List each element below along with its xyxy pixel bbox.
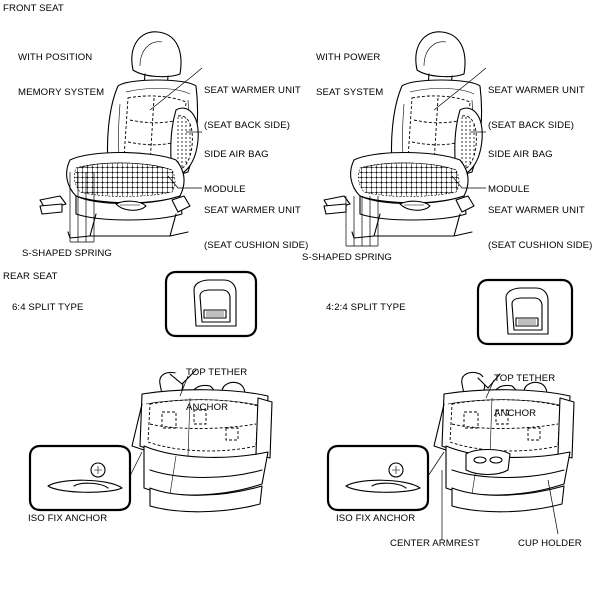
front-left-seat-back-warmer-label: SEAT WARMER UNIT (SEAT BACK SIDE) <box>204 85 301 131</box>
center-armrest-label: CENTER ARMREST <box>390 538 480 549</box>
rear-left-isofix-label: ISO FIX ANCHOR <box>28 513 108 524</box>
rear-left-variant-label: 6:4 SPLIT TYPE <box>12 302 84 313</box>
front-right-spring-label: S-SHAPED SPRING <box>302 252 392 263</box>
front-right-airbag-label: SIDE AIR BAG MODULE <box>488 149 553 195</box>
rear-left-tether-label: TOP TETHER ANCHOR <box>186 367 248 413</box>
front-left-airbag-label: SIDE AIR BAG MODULE <box>204 149 269 195</box>
front-right-variant-label: WITH POWER SEAT SYSTEM <box>316 52 384 98</box>
front-left-cushion-warmer-label: SEAT WARMER UNIT (SEAT CUSHION SIDE) <box>204 205 309 251</box>
rear-right-tether-label: TOP TETHER ANCHOR <box>494 373 556 419</box>
rear-right-isofix-label: ISO FIX ANCHOR <box>336 513 416 524</box>
front-right-cushion-warmer-label: SEAT WARMER UNIT (SEAT CUSHION SIDE) <box>488 205 593 251</box>
front-left-variant-label: WITH POSITION MEMORY SYSTEM <box>18 52 105 98</box>
front-seat-heading: FRONT SEAT <box>3 3 64 14</box>
front-right-seat-back-warmer-label: SEAT WARMER UNIT (SEAT BACK SIDE) <box>488 85 585 131</box>
front-left-spring-label: S-SHAPED SPRING <box>22 248 112 259</box>
cup-holder-label: CUP HOLDER <box>518 538 582 549</box>
rear-right-variant-label: 4:2:4 SPLIT TYPE <box>326 302 406 313</box>
rear-seat-heading: REAR SEAT <box>3 271 58 282</box>
